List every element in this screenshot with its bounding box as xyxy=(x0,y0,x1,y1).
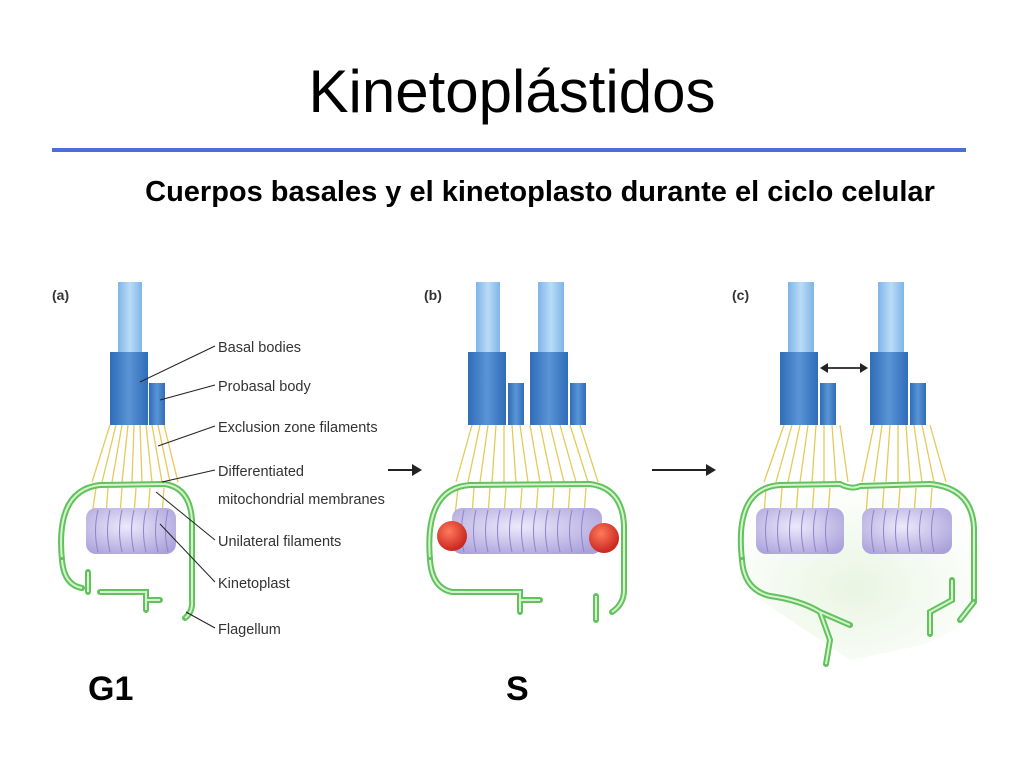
kinetoplast-replicating xyxy=(452,508,602,554)
flagellum-shaft xyxy=(118,282,142,352)
label-mitochondrial-membranes: mitochondrial membranes xyxy=(218,492,385,508)
separation-arrow xyxy=(820,363,868,373)
probasal-body-old xyxy=(508,383,524,425)
probasal-body-right xyxy=(910,383,926,425)
panel-a: Basal bodies Probasal body Exclusion zon… xyxy=(58,282,385,638)
antipodal-site-right xyxy=(589,523,619,553)
exclusion-zone-filaments xyxy=(91,424,179,516)
panel-label-c: (c) xyxy=(732,287,749,303)
probasal-body-left xyxy=(820,383,836,425)
probasal-body-new xyxy=(570,383,586,425)
stage-label-s: S xyxy=(506,670,529,708)
label-leader-lines xyxy=(139,345,216,629)
kinetoplast-left xyxy=(756,508,844,554)
kinetoplast xyxy=(86,508,176,554)
basal-body xyxy=(110,352,148,425)
label-kinetoplast: Kinetoplast xyxy=(218,576,290,592)
basal-body-left xyxy=(780,352,818,425)
basal-body-right xyxy=(870,352,908,425)
panel-c xyxy=(731,282,978,667)
basal-body-old xyxy=(468,352,506,425)
panel-b xyxy=(426,282,627,623)
slide-title: Kinetoplástidos xyxy=(308,58,716,125)
label-basal-bodies: Basal bodies xyxy=(218,340,301,356)
basal-body-new xyxy=(530,352,568,425)
flagellum-shaft-old xyxy=(476,282,500,352)
antipodal-site-left xyxy=(437,521,467,551)
flagellum-shaft-right xyxy=(878,282,904,352)
flagellum-shaft-left xyxy=(788,282,814,352)
slide-subtitle: Cuerpos basales y el kinetoplasto durant… xyxy=(145,176,935,208)
label-unilateral-filaments: Unilateral filaments xyxy=(218,534,341,550)
probasal-body xyxy=(149,383,165,425)
exclusion-zone-filaments xyxy=(454,424,599,516)
exclusion-zone-filaments xyxy=(763,424,947,516)
panel-label-b: (b) xyxy=(424,287,442,303)
transition-arrow-a-b xyxy=(388,464,422,476)
label-exclusion-zone-filaments: Exclusion zone filaments xyxy=(218,420,378,436)
label-flagellum: Flagellum xyxy=(218,622,281,638)
cell-interior xyxy=(731,480,978,660)
stage-label-g1: G1 xyxy=(88,670,134,708)
label-differentiated: Differentiated xyxy=(218,464,304,480)
transition-arrow-b-c xyxy=(652,464,716,476)
kinetoplast-right xyxy=(862,508,952,554)
title-divider xyxy=(52,148,966,152)
label-probasal-body: Probasal body xyxy=(218,379,311,395)
flagellum-shaft-new xyxy=(538,282,564,352)
panel-label-a: (a) xyxy=(52,287,69,303)
